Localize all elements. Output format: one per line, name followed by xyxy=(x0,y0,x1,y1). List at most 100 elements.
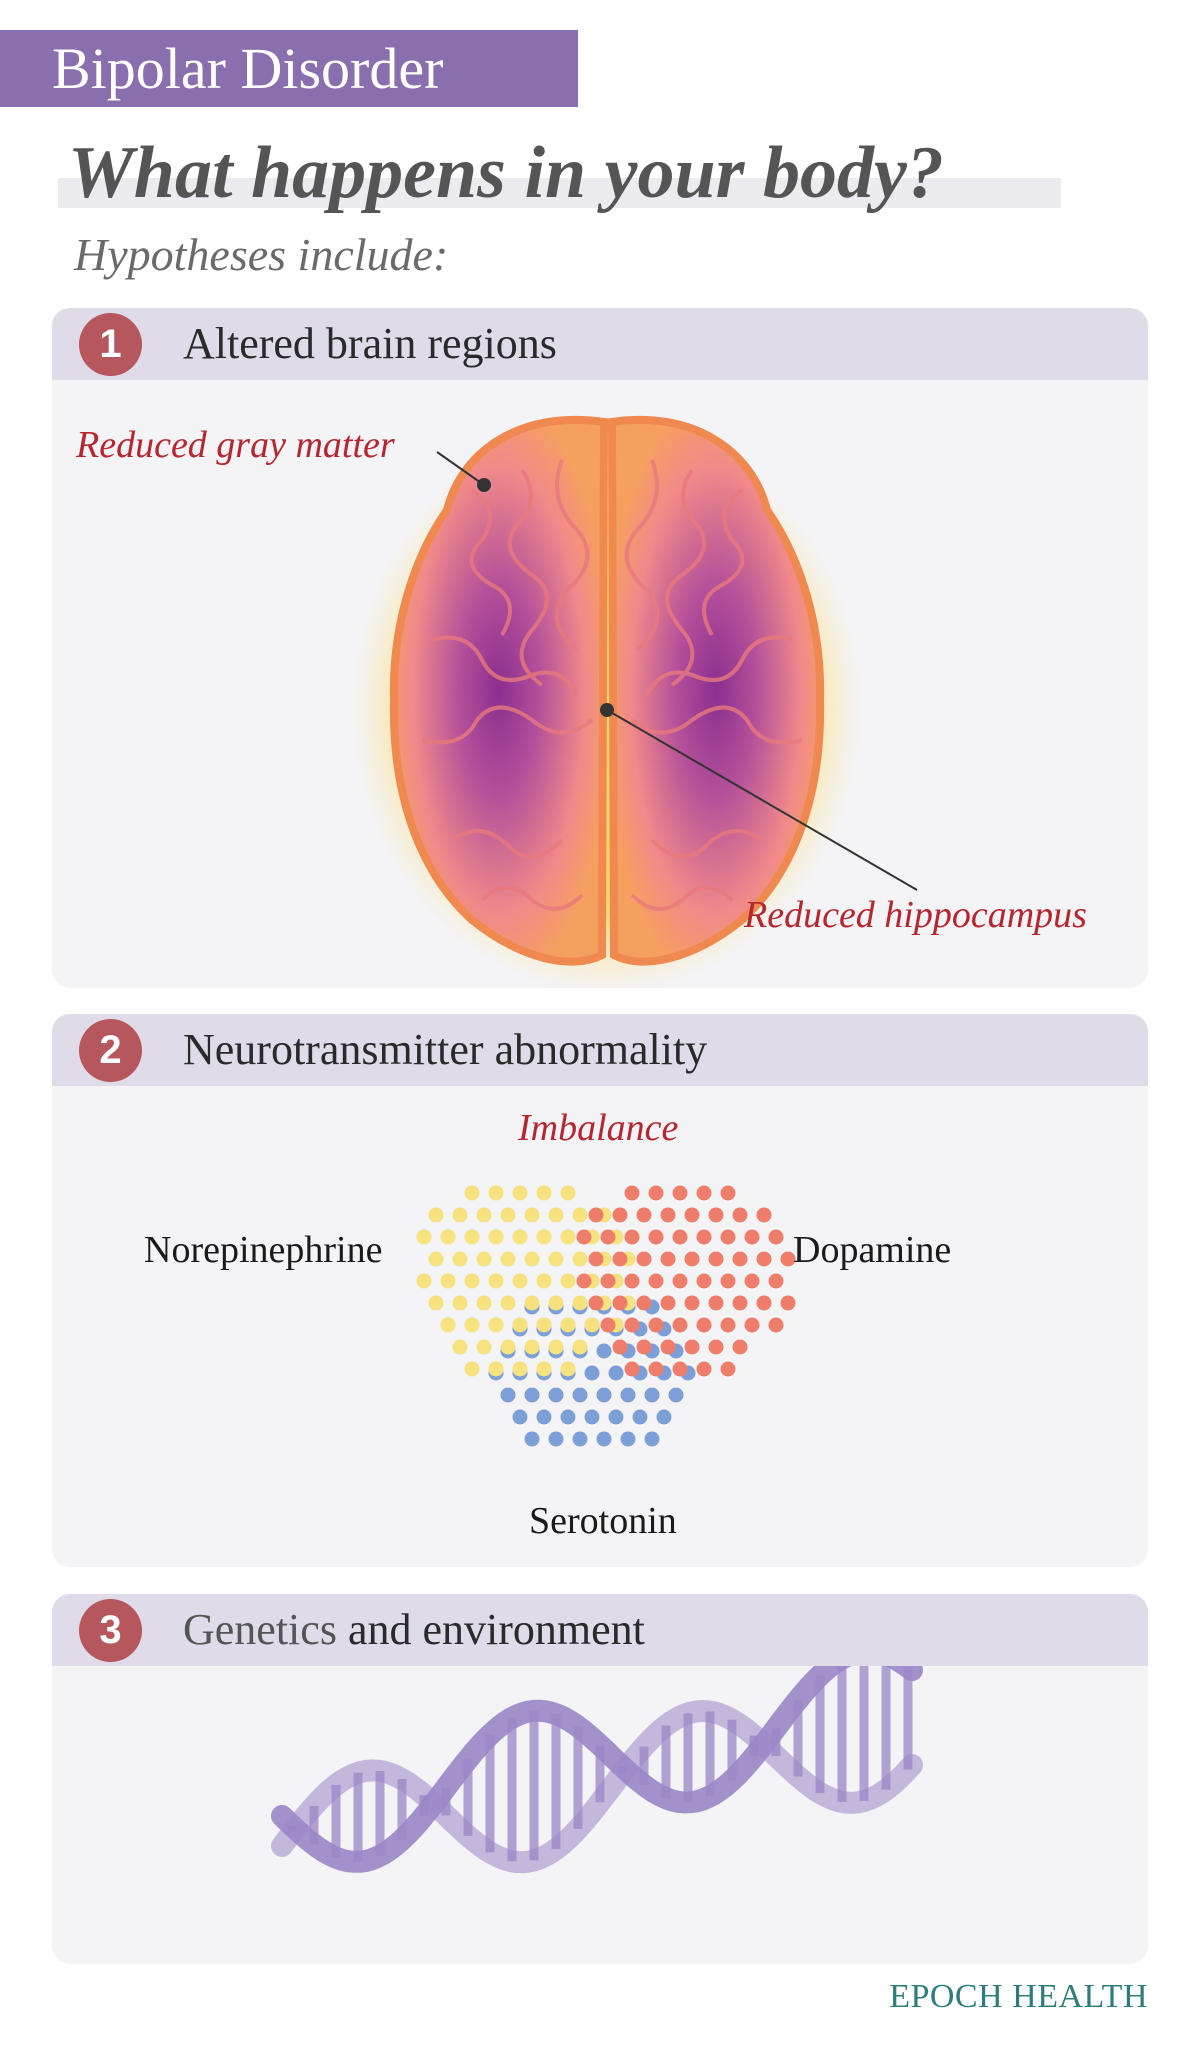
dot xyxy=(512,1185,528,1201)
dot xyxy=(440,1273,456,1289)
publisher-logo: EPOCH HEALTH xyxy=(889,1978,1148,2015)
dot xyxy=(584,1317,600,1333)
dot xyxy=(476,1207,492,1223)
topic-tag: Bipolar Disorder xyxy=(0,30,578,107)
dot xyxy=(708,1251,724,1267)
dot xyxy=(660,1251,676,1267)
dot xyxy=(780,1251,796,1267)
imbalance-label: Imbalance xyxy=(518,1107,679,1149)
dot xyxy=(576,1273,592,1289)
dot xyxy=(572,1295,588,1311)
dot xyxy=(624,1361,640,1377)
dopamine-dots xyxy=(576,1185,796,1377)
dot xyxy=(548,1295,564,1311)
dot xyxy=(620,1387,636,1403)
dot xyxy=(596,1387,612,1403)
dot xyxy=(476,1295,492,1311)
dot xyxy=(696,1229,712,1245)
dot xyxy=(668,1387,684,1403)
dot xyxy=(612,1295,628,1311)
dot xyxy=(440,1229,456,1245)
left-hemisphere xyxy=(389,415,609,966)
dot xyxy=(708,1295,724,1311)
dot xyxy=(780,1295,796,1311)
section-header: 3 Genetics and environment xyxy=(52,1594,1148,1666)
dot xyxy=(560,1361,576,1377)
dot xyxy=(452,1295,468,1311)
gray-matter-dot xyxy=(477,478,491,492)
dot xyxy=(476,1339,492,1355)
dot xyxy=(600,1317,616,1333)
section-header: 1 Altered brain regions xyxy=(52,308,1148,380)
section-genetics: 3 Genetics and environment xyxy=(52,1594,1148,1964)
dot xyxy=(452,1339,468,1355)
dot xyxy=(440,1317,456,1333)
dot xyxy=(536,1317,552,1333)
dot xyxy=(696,1361,712,1377)
dot xyxy=(732,1251,748,1267)
dot xyxy=(672,1361,688,1377)
headline-underline xyxy=(58,178,1061,208)
dot xyxy=(536,1229,552,1245)
dot xyxy=(624,1317,640,1333)
dot xyxy=(512,1273,528,1289)
dot xyxy=(756,1207,772,1223)
dot xyxy=(596,1343,612,1359)
hippocampus-label: Reduced hippocampus xyxy=(744,894,1087,936)
dot xyxy=(648,1185,664,1201)
section-number-badge: 2 xyxy=(79,1019,142,1082)
dot xyxy=(560,1185,576,1201)
section-brain: 1 Altered brain regions xyxy=(52,308,1148,988)
dot xyxy=(512,1229,528,1245)
dot xyxy=(608,1409,624,1425)
dot xyxy=(548,1431,564,1447)
dot xyxy=(672,1185,688,1201)
dot xyxy=(428,1251,444,1267)
dot xyxy=(500,1295,516,1311)
dot xyxy=(756,1295,772,1311)
dot xyxy=(600,1273,616,1289)
dot xyxy=(684,1295,700,1311)
dot xyxy=(708,1207,724,1223)
dot xyxy=(648,1361,664,1377)
dot xyxy=(744,1273,760,1289)
dot xyxy=(636,1207,652,1223)
dot xyxy=(464,1317,480,1333)
dna-strand-back xyxy=(271,1699,923,1874)
dot xyxy=(720,1361,736,1377)
dot xyxy=(720,1317,736,1333)
dot xyxy=(588,1207,604,1223)
dopamine-label: Dopamine xyxy=(793,1229,952,1271)
dot xyxy=(572,1207,588,1223)
dot xyxy=(656,1409,672,1425)
dot xyxy=(500,1339,516,1355)
dot xyxy=(624,1185,640,1201)
serotonin-label: Serotonin xyxy=(529,1500,677,1542)
section-title: Neurotransmitter abnormality xyxy=(183,1025,708,1074)
brain-illustration xyxy=(352,415,918,988)
dot xyxy=(684,1339,700,1355)
dot xyxy=(548,1251,564,1267)
dot xyxy=(536,1409,552,1425)
dot xyxy=(612,1339,628,1355)
dot xyxy=(596,1431,612,1447)
dot xyxy=(560,1229,576,1245)
dot xyxy=(500,1207,516,1223)
dot xyxy=(720,1185,736,1201)
dot xyxy=(488,1317,504,1333)
dot xyxy=(660,1339,676,1355)
dot xyxy=(644,1431,660,1447)
dot xyxy=(464,1229,480,1245)
dot xyxy=(768,1273,784,1289)
dot xyxy=(660,1207,676,1223)
brain-folds xyxy=(421,459,803,911)
neurotransmitter-dots xyxy=(416,1185,796,1447)
dot xyxy=(536,1361,552,1377)
dot xyxy=(632,1409,648,1425)
hippocampus-pointer xyxy=(606,709,918,891)
dot xyxy=(476,1251,492,1267)
dot xyxy=(428,1295,444,1311)
dot xyxy=(452,1207,468,1223)
gray-matter-pointer xyxy=(436,451,485,486)
dot xyxy=(588,1295,604,1311)
